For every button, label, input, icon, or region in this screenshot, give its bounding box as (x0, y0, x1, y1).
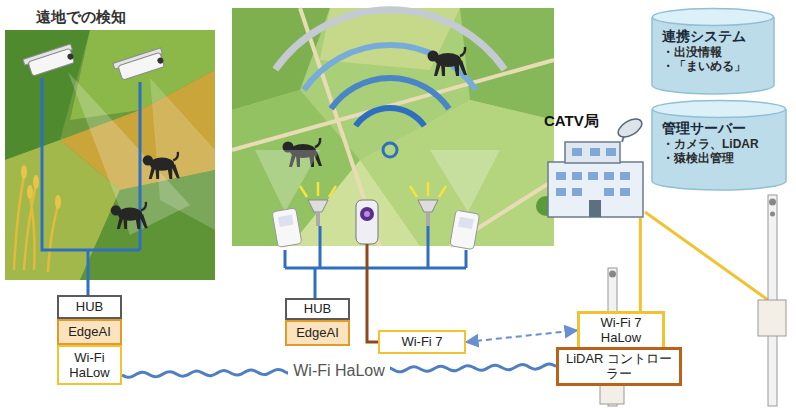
system-cylinder: 連携システム・出没情報・「まいめる」 (652, 8, 774, 94)
box-label: Wi-Fi HaLow (62, 350, 117, 381)
sensor-window (458, 217, 474, 229)
box-label: EdgeAI (68, 324, 111, 339)
area-label: 遠地での検知 (36, 8, 126, 27)
cylinder-item: ・カメラ、LiDAR (662, 137, 759, 151)
cylinder-item: ・出没情報 (662, 45, 722, 59)
cylinder-body (652, 17, 774, 94)
sensor-device (272, 208, 302, 248)
camera-icon (113, 48, 166, 82)
box-label: LiDAR コントローラー (562, 351, 676, 382)
rice-stalk (14, 175, 58, 272)
sensor-device (450, 210, 480, 250)
sensing-field-illustration (232, 8, 554, 250)
cylinder-top (653, 9, 774, 26)
camera-body (118, 52, 164, 80)
pole-cap (770, 212, 775, 217)
box-label: EdgeAI (296, 325, 339, 340)
pole-cap (769, 199, 776, 206)
server-cylinder: 管理サーバー・カメラ、LiDAR・猿検出管理 (652, 100, 786, 190)
monkey-figure (143, 152, 180, 179)
link-label: Wi-Fi HaLow (288, 361, 390, 380)
sensor-pole (758, 195, 786, 406)
camera-body (28, 48, 74, 76)
rice-ear (55, 195, 61, 209)
cylinder-body (652, 109, 786, 190)
lamp-post (316, 212, 320, 226)
camera-lens (360, 207, 374, 221)
sensor-beam (430, 150, 500, 212)
building-illustration (536, 115, 645, 217)
cylinder-heading: 連携システム (662, 28, 746, 45)
box-label: HUB (304, 301, 331, 316)
camera-icon (23, 44, 76, 78)
pole-box (758, 300, 786, 336)
lamp-head (418, 200, 438, 212)
network-wire (285, 226, 466, 298)
cylinder-item: ・「まいめる」 (662, 59, 746, 73)
connector-line (639, 218, 642, 311)
radio-wave (356, 108, 425, 126)
field-ground (5, 30, 215, 280)
network-wire (367, 244, 378, 342)
edge-ai-box: EdgeAI (57, 319, 122, 345)
radio-wave (331, 78, 449, 109)
rice-ear (33, 175, 39, 189)
box-label: HUB (76, 299, 103, 314)
cylinder-item: ・猿検出管理 (662, 151, 734, 165)
camera-lens (67, 53, 75, 61)
sensor-housing (272, 208, 302, 248)
lamp-post (426, 212, 430, 226)
edge-ai-box: EdgeAI (285, 320, 350, 346)
satellite-dish (615, 115, 645, 140)
box-label: Wi-Fi 7 HaLow (583, 315, 659, 346)
wifi7-box: Wi-Fi 7 (378, 330, 466, 354)
camera-view-cone (150, 78, 215, 230)
catv-station: CATV局 (540, 112, 660, 218)
lidar-controller-box: LiDAR コントローラー (556, 347, 682, 386)
sensor-window (278, 215, 294, 227)
cylinder-top (653, 101, 786, 118)
network-wire (645, 212, 768, 300)
camera-lens (157, 57, 165, 65)
building-door (589, 200, 601, 217)
lamp-head (308, 200, 328, 212)
light-flash (300, 182, 446, 197)
sensor-housing (450, 210, 480, 250)
hub-box: HUB (57, 295, 122, 319)
network-wire (42, 78, 140, 295)
camera-lens-glint (364, 211, 370, 217)
connector-line (466, 330, 577, 342)
rice-ear (27, 185, 33, 199)
cylinder-heading: 管理サーバー (662, 120, 746, 137)
pole-cap (609, 271, 616, 278)
station-label: CATV局 (544, 112, 599, 130)
wifi7-halow-box: Wi-Fi 7 HaLow (577, 311, 665, 350)
radio-wave (304, 45, 476, 90)
radio-wave (275, 10, 504, 70)
monkey-figure (111, 202, 148, 229)
farm-illustration (5, 30, 215, 295)
rice-ear (21, 165, 27, 179)
camera-device (356, 200, 378, 244)
radio-source (383, 143, 397, 157)
monkey-figure (428, 47, 468, 76)
building-windows (556, 148, 630, 196)
hub-box: HUB (285, 298, 350, 320)
box-label: Wi-Fi 7 (401, 334, 442, 349)
wifi-halow-box: Wi-Fi HaLow (57, 345, 122, 385)
